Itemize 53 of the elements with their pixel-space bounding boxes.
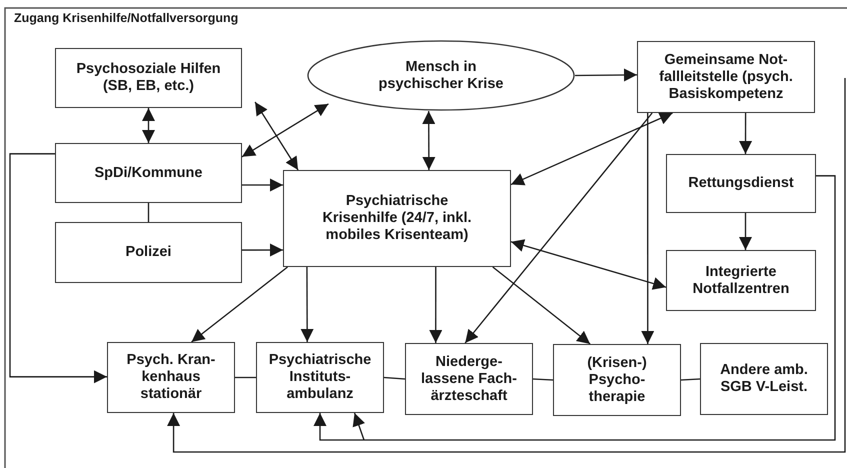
arrow [739, 113, 752, 154]
connector-line [384, 376, 406, 380]
node-label: (Krisen-) Psycho- therapie [586, 354, 648, 406]
node-label: Psychosoziale Hilfen (SB, EB, etc.) [75, 61, 222, 95]
node-label: SpDi/Kommune [94, 164, 202, 182]
process-box [666, 154, 816, 213]
connector-line [532, 378, 554, 381]
arrow [300, 267, 314, 342]
connector-line [680, 378, 700, 381]
arrow [167, 78, 846, 453]
arrow [739, 213, 752, 250]
arrow [492, 266, 591, 344]
process-box [666, 250, 816, 311]
ellipse-node [307, 40, 575, 111]
node-label: Niederge- lassene Fach- ärzteschaft [420, 354, 518, 404]
node-label: Integrierte Notfallzentren [692, 264, 790, 298]
process-box [55, 222, 242, 283]
node-label: Gemeinsame Not- fallleitstelle (psych. Basiskompetenz [658, 52, 794, 102]
node-label: Mensch in psychischer Krise [378, 58, 504, 92]
process-box [553, 344, 681, 416]
arrow [510, 112, 673, 186]
arrow [352, 412, 365, 440]
arrow [242, 244, 283, 257]
process-box [55, 48, 242, 108]
connector-line [148, 203, 150, 222]
diagram-title: Zugang Krisenhilfe/Notfallversorgung [14, 11, 238, 25]
process-box [700, 343, 828, 415]
arrow [510, 239, 666, 290]
node-label: Psychiatrische Instituts- ambulanz [268, 352, 372, 403]
arrow [254, 102, 299, 170]
process-box [107, 342, 235, 413]
node-label: Polizei [126, 244, 172, 261]
process-box [283, 170, 511, 267]
connector-line [235, 376, 256, 378]
process-box [637, 41, 815, 113]
arrow [242, 103, 329, 158]
arrow [464, 112, 653, 344]
arrow [142, 108, 155, 143]
arrow [9, 153, 107, 384]
arrow [641, 113, 654, 344]
arrow [314, 175, 836, 441]
node-label: Andere amb. SGB V-Leist. [719, 362, 809, 396]
node-label: Psych. Kran- kenhaus stationär [126, 352, 216, 403]
arrow [429, 267, 442, 343]
process-box [256, 342, 384, 413]
node-label: Psychiatrische Krisenhilfe (24/7, inkl. mobiles Krisenteam) [322, 193, 472, 244]
arrow [242, 178, 283, 192]
arrow [422, 111, 436, 170]
process-box [55, 143, 242, 203]
arrow [191, 266, 288, 343]
arrow [575, 68, 637, 82]
process-box [405, 343, 533, 415]
node-label: Rettungsdienst [688, 175, 794, 192]
